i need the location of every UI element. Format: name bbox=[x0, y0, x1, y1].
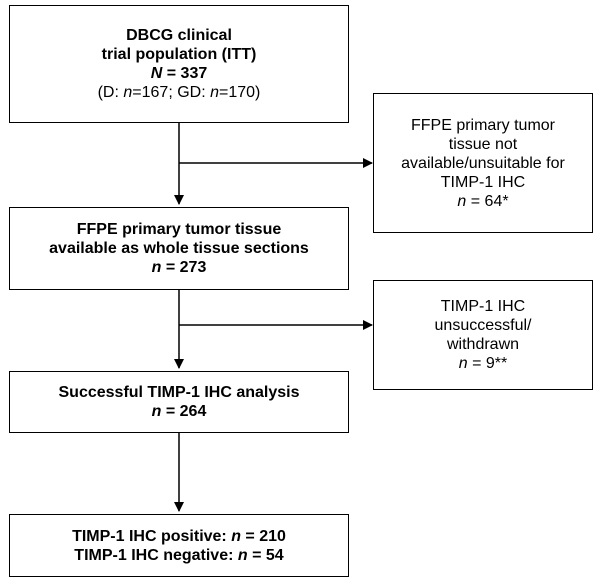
available-line2: available as whole tissue sections bbox=[49, 240, 309, 257]
excluded-2-box: TIMP-1 IHC unsuccessful/ withdrawn n = 9… bbox=[373, 280, 593, 390]
successful-line1: Successful TIMP-1 IHC analysis bbox=[58, 384, 300, 401]
excluded-1-line1: FFPE primary tumor bbox=[410, 116, 555, 134]
successful-box: Successful TIMP-1 IHC analysis n = 264 bbox=[9, 371, 349, 433]
result-box: TIMP-1 IHC positive: n = 210 TIMP-1 IHC … bbox=[9, 514, 349, 577]
excluded-2-line1: TIMP-1 IHC bbox=[440, 298, 526, 315]
population-title-line2: trial population (ITT) bbox=[101, 46, 257, 63]
population-box: DBCG clinical trial population (ITT) N =… bbox=[9, 5, 349, 123]
excluded-1-line4: TIMP-1 IHC bbox=[440, 173, 526, 191]
excluded-1-line3: available/unsuitable for bbox=[401, 154, 565, 172]
excluded-2-count: n = 9** bbox=[458, 355, 508, 372]
available-count: n = 273 bbox=[151, 259, 207, 276]
excluded-2-line2: unsuccessful/ bbox=[434, 317, 532, 334]
excluded-1-count: n = 64* bbox=[457, 192, 509, 210]
excluded-1-box: FFPE primary tumor tissue not available/… bbox=[373, 93, 593, 233]
population-count: N = 337 bbox=[150, 65, 208, 82]
available-line1: FFPE primary tumor tissue bbox=[76, 221, 282, 238]
population-groups: (D: n=167; GD: n=170) bbox=[97, 84, 261, 101]
result-positive: TIMP-1 IHC positive: n = 210 bbox=[72, 527, 286, 545]
excluded-2-line3: withdrawn bbox=[446, 336, 520, 353]
available-box: FFPE primary tumor tissue available as w… bbox=[9, 207, 349, 290]
successful-count: n = 264 bbox=[151, 403, 207, 420]
excluded-1-line2: tissue not bbox=[448, 135, 518, 153]
population-title-line1: DBCG clinical bbox=[126, 27, 232, 44]
result-negative: TIMP-1 IHC negative: n = 54 bbox=[74, 546, 284, 564]
